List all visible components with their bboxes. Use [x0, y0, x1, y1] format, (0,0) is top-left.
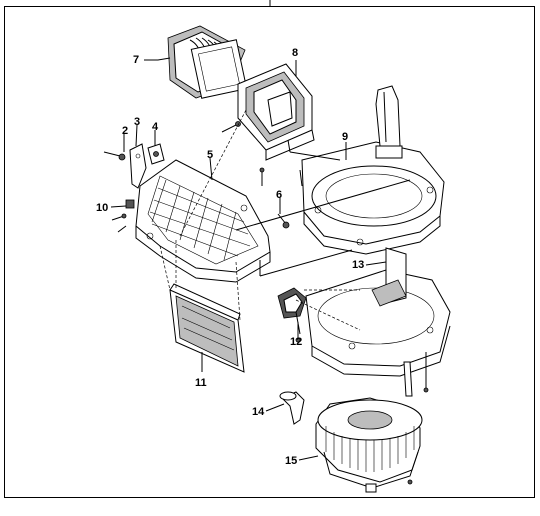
callout-2: 2	[122, 125, 128, 137]
callout-13: 13	[352, 259, 364, 271]
screw-8	[221, 121, 241, 133]
leader-lines	[110, 57, 387, 461]
callout-10: 10	[96, 202, 108, 214]
callout-4: 4	[152, 121, 159, 133]
part-10-clip	[111, 199, 135, 233]
part-15-blower-motor	[315, 397, 423, 493]
callout-7: 7	[133, 54, 139, 66]
callout-6: 6	[276, 189, 282, 201]
part-12-resistor	[277, 287, 307, 343]
callout-8: 8	[292, 47, 298, 59]
intake-grid	[149, 179, 251, 261]
callout-14: 14	[252, 406, 265, 418]
part-13-lower-case	[305, 247, 451, 397]
part-5-intake-housing	[135, 159, 271, 283]
part-8-filter-frame	[237, 63, 315, 161]
blower-fan-blades	[325, 426, 415, 472]
callouts: 2 3 4 5 6 7 8 9 10 11 12 13 14 15	[96, 47, 364, 467]
part-14-cooling-tube	[279, 391, 305, 425]
part-3-link	[129, 143, 147, 189]
diagram-frame	[4, 6, 535, 498]
callout-9: 9	[342, 131, 348, 143]
part-7-air-duct	[167, 25, 248, 99]
part-6-screw	[259, 167, 290, 229]
callout-15: 15	[285, 455, 297, 467]
part-11-air-filter	[169, 283, 245, 373]
callout-11: 11	[195, 377, 207, 389]
part-2-screw	[103, 151, 126, 161]
part-4-lever	[147, 143, 165, 165]
part-9-upper-case	[301, 85, 445, 255]
assembly-guide-lines	[159, 109, 411, 331]
callout-3: 3	[134, 116, 140, 128]
callout-5: 5	[207, 149, 213, 161]
callout-12: 12	[290, 336, 302, 348]
